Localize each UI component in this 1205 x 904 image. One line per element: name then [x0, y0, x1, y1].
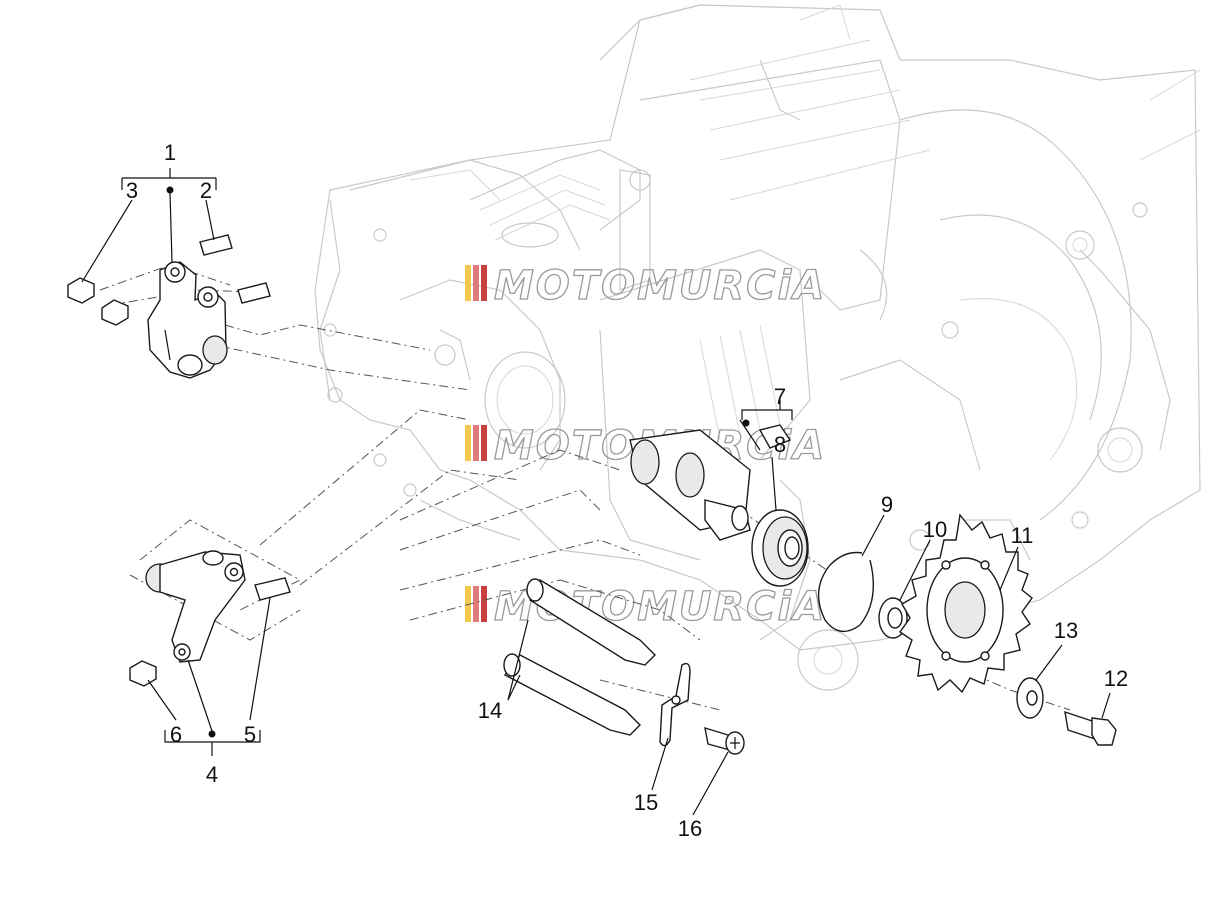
- callout-labels: 1 2 3 4 5 6 7 8 9 10 11 12 13 14 15 16: [126, 140, 1128, 841]
- phillips-screw: [704, 726, 745, 755]
- callout-11: 11: [1011, 523, 1034, 548]
- ball-bearing: [751, 509, 809, 587]
- stripes-logo-icon: [465, 425, 487, 461]
- watermark: MOTOMURCiA: [465, 583, 825, 631]
- dot-marker: [208, 730, 216, 738]
- leader-lines: [81, 168, 1111, 816]
- callout-6: 6: [170, 722, 182, 747]
- callout-3: 3: [126, 178, 138, 203]
- rocker-shaft-pins: [503, 578, 656, 736]
- callout-1: 1: [164, 140, 176, 165]
- dot-marker: [166, 186, 174, 194]
- adjuster-screw-lower: [254, 577, 291, 601]
- stripes-logo-icon: [465, 265, 487, 301]
- callout-8: 8: [774, 432, 786, 457]
- callout-4: 4: [206, 762, 218, 787]
- assembly-guide-lines: [99, 264, 1071, 711]
- camshaft: [629, 419, 792, 541]
- lock-nut-lower: [129, 660, 157, 687]
- watermark-text: MOTOMURCiA: [494, 263, 826, 309]
- callout-15: 15: [634, 790, 658, 815]
- stripes-logo-icon: [465, 586, 487, 622]
- watermark: MOTOMURCiA: [465, 262, 826, 310]
- callout-5: 5: [244, 722, 256, 747]
- washer-large: [1016, 677, 1044, 719]
- callout-16: 16: [678, 816, 702, 841]
- callout-9: 9: [881, 492, 893, 517]
- dot-marker: [742, 419, 750, 427]
- callout-12: 12: [1104, 666, 1128, 691]
- rocker-arm-lower: [145, 550, 246, 663]
- callout-14: 14: [478, 698, 502, 723]
- engine-block-outline: [314, 4, 1201, 691]
- washer-small: [878, 597, 908, 639]
- rocker-arm-upper: [147, 261, 228, 379]
- sprocket: [899, 513, 1033, 694]
- adjuster-screw-upper: [199, 234, 271, 304]
- flange-bolt: [1064, 710, 1117, 746]
- circlip: [817, 551, 875, 633]
- callout-7: 7: [774, 384, 786, 409]
- lock-nut-upper: [67, 277, 129, 326]
- retaining-plate: [659, 662, 691, 747]
- callout-2: 2: [200, 178, 212, 203]
- callout-13: 13: [1054, 618, 1078, 643]
- callout-10: 10: [923, 517, 947, 542]
